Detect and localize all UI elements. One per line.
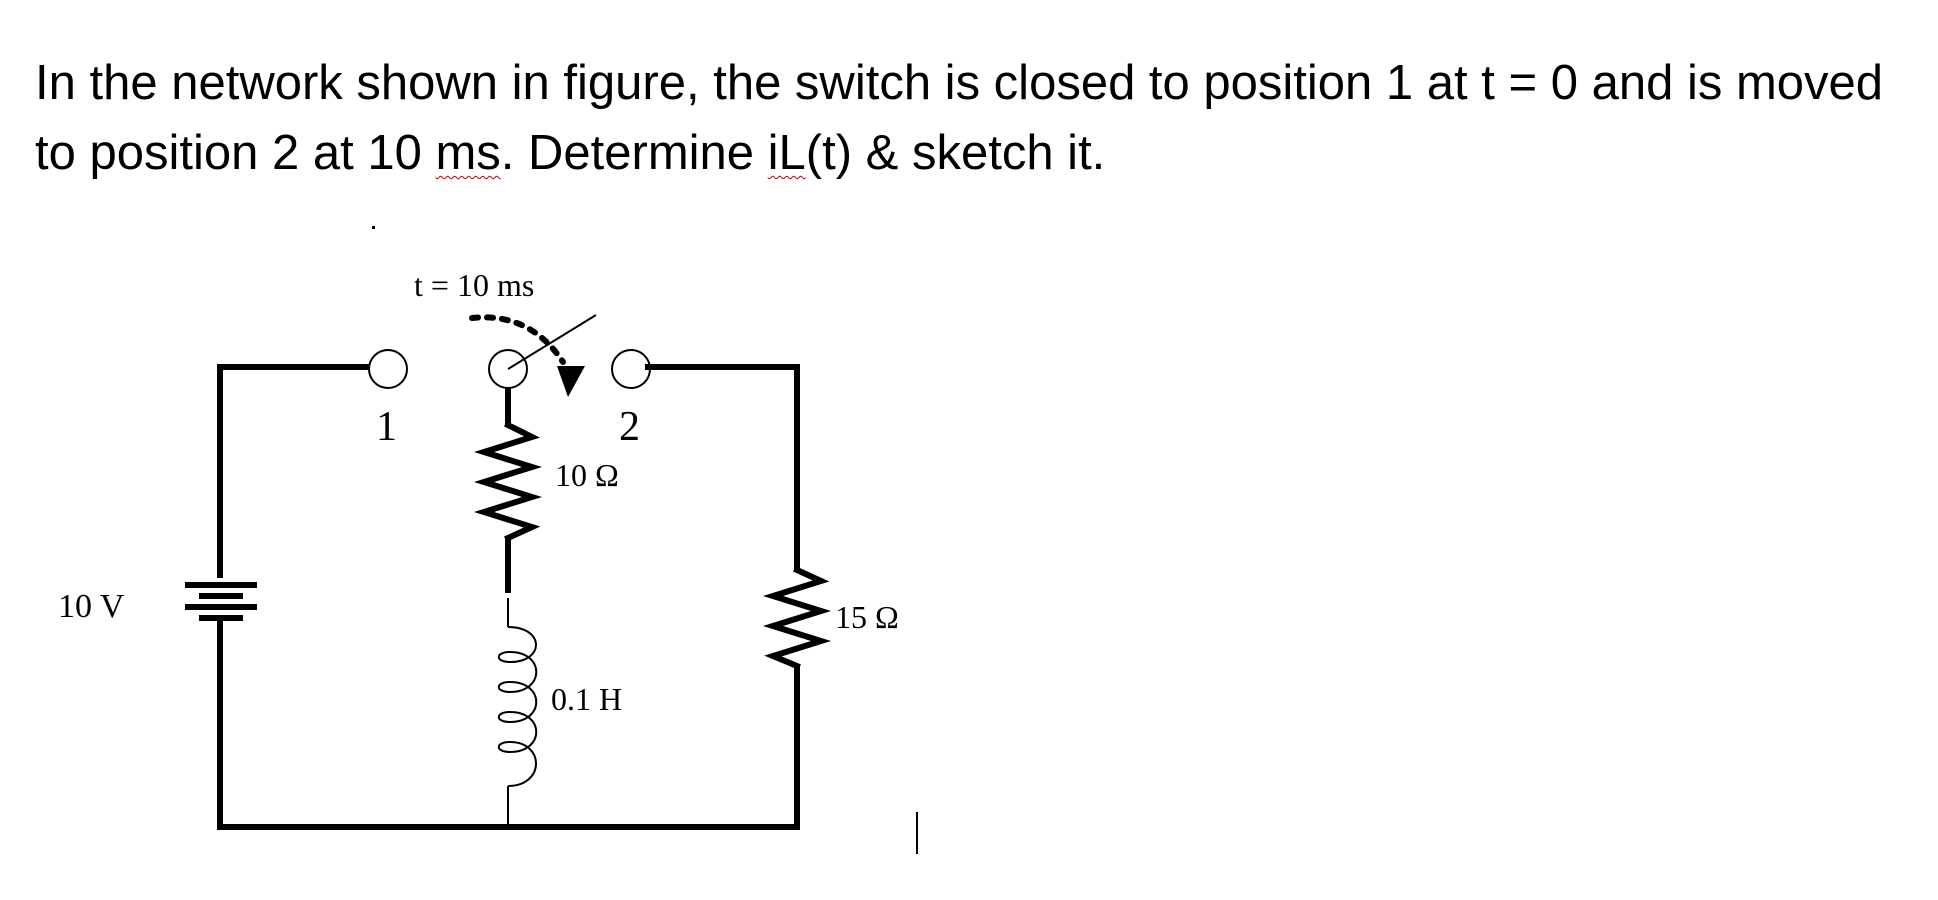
problem-text-part-3: . Determine bbox=[500, 126, 768, 180]
switch-blade bbox=[507, 314, 597, 370]
resistor-15-ohm-label: 15 Ω bbox=[835, 599, 899, 635]
resistor-10-ohm-label: 10 Ω bbox=[555, 457, 619, 493]
wire-left-top bbox=[217, 364, 369, 578]
switch-arrowhead bbox=[557, 366, 585, 397]
inductor-label: 0.1 H bbox=[551, 681, 622, 717]
source-voltage-label: 10 V bbox=[58, 588, 125, 625]
problem-statement: In the network shown in figure, the swit… bbox=[35, 48, 1915, 188]
resistor-10-ohm bbox=[473, 420, 543, 542]
problem-text-part-1: In the network shown in figure, the swit… bbox=[35, 56, 1884, 180]
problem-text-ms: ms bbox=[435, 126, 501, 180]
problem-text-part-5: (t) & sketch it. bbox=[805, 126, 1106, 180]
resistor-15-ohm bbox=[762, 566, 832, 670]
switch-terminal-1 bbox=[368, 349, 408, 389]
stray-dot bbox=[372, 226, 375, 229]
position-2-label: 2 bbox=[619, 404, 640, 450]
switch-motion-arc bbox=[469, 314, 566, 365]
switch-time-label: t = 10 ms bbox=[414, 267, 534, 303]
wire-right-top bbox=[645, 364, 800, 570]
battery-symbol bbox=[185, 582, 257, 621]
inductor-coil bbox=[497, 626, 538, 787]
switch-terminal-2 bbox=[611, 349, 651, 389]
text-cursor bbox=[916, 812, 918, 854]
position-1-label: 1 bbox=[376, 404, 397, 450]
problem-text-il: iL bbox=[767, 126, 806, 180]
